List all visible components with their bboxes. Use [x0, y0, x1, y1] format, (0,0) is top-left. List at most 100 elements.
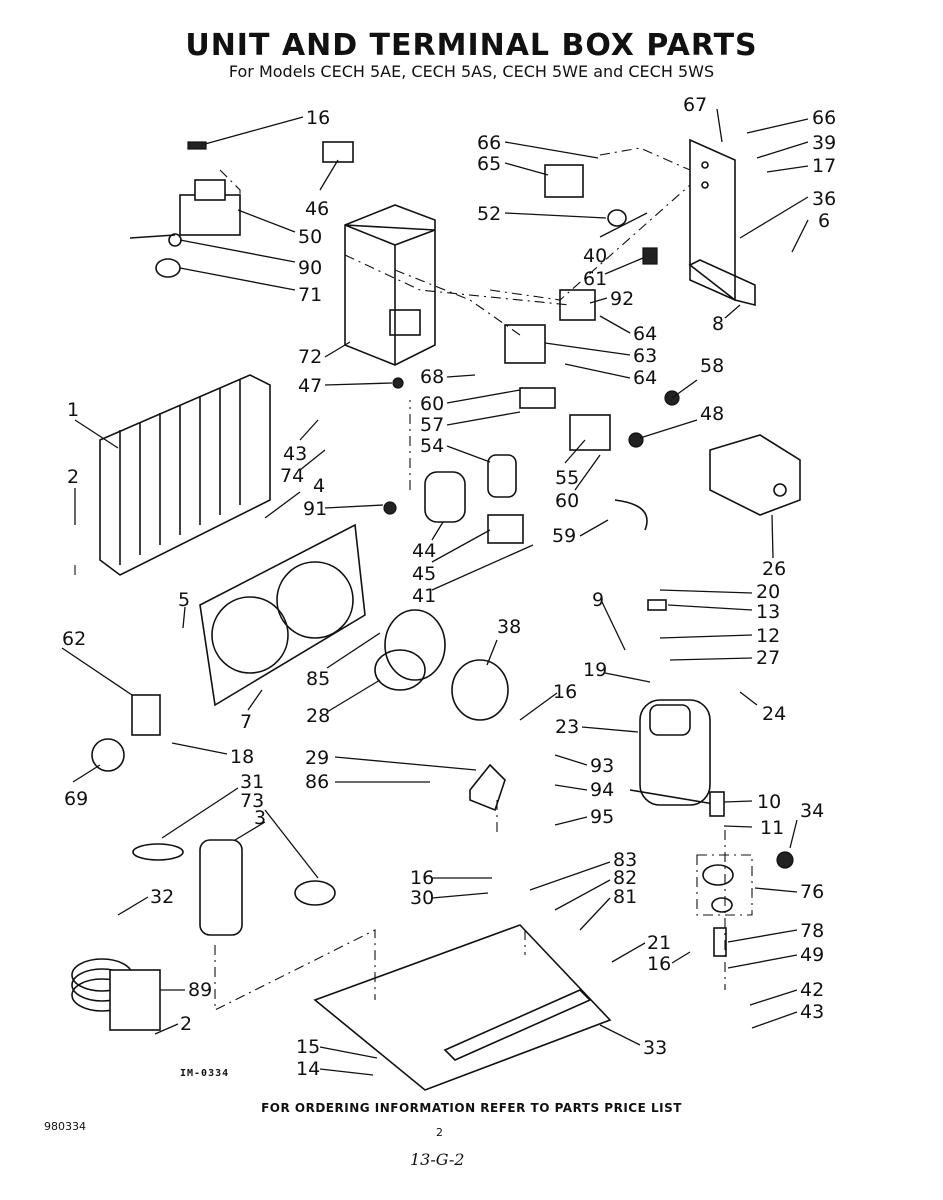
page-title: UNIT AND TERMINAL BOX PARTS	[185, 28, 758, 63]
fan-shroud-part	[199, 523, 366, 707]
plate-part-60	[519, 387, 556, 409]
callout-label: 26	[762, 558, 786, 580]
callout-label: 85	[306, 668, 330, 690]
valve-stem-part	[713, 927, 727, 957]
spacer-part-10	[709, 791, 725, 817]
callout-label: 10	[757, 791, 781, 813]
callout-label: 55	[555, 467, 579, 489]
callout-label: 2	[67, 466, 79, 488]
callout-label: 14	[296, 1058, 320, 1080]
callout-label: 45	[412, 563, 436, 585]
callout-label: 4	[313, 475, 325, 497]
callout-label: 9	[592, 589, 604, 611]
capacitor-part-44	[424, 471, 466, 523]
callout-label: 62	[62, 628, 86, 650]
grommet-part-34	[776, 851, 794, 869]
base-pan-part	[313, 924, 612, 1091]
motor-mount-part	[469, 763, 506, 812]
ordering-note: FOR ORDERING INFORMATION REFER TO PARTS …	[261, 1101, 682, 1115]
filter-part-31	[132, 843, 184, 861]
fan-blade-part	[374, 609, 446, 691]
callout-label: 8	[712, 313, 724, 335]
callout-label: 1	[67, 399, 79, 421]
relay-part-63	[504, 324, 546, 364]
callout-label: 69	[64, 788, 88, 810]
callout-label: 63	[633, 345, 657, 367]
callout-label: 31	[240, 771, 264, 793]
callout-label: 27	[756, 647, 780, 669]
callout-label: 66	[812, 107, 836, 129]
terminal-cover-part	[131, 694, 161, 736]
callout-label: 60	[555, 490, 579, 512]
callout-label: 43	[800, 1001, 824, 1023]
callout-label: 46	[305, 198, 329, 220]
callout-label: 64	[633, 323, 657, 345]
callout-label: 19	[583, 659, 607, 681]
callout-label: 78	[800, 920, 824, 942]
callout-label: 12	[756, 625, 780, 647]
callout-label: 23	[555, 716, 579, 738]
callout-label: 49	[800, 944, 824, 966]
callout-label: 16	[553, 681, 577, 703]
bushing-part-52	[607, 209, 627, 227]
wire-clip-59	[614, 499, 648, 531]
callout-label: 44	[412, 540, 436, 562]
transformer-part	[129, 179, 241, 247]
fan-motor-part	[451, 659, 509, 721]
callout-label: 13	[756, 601, 780, 623]
callout-label: 24	[762, 703, 786, 725]
callout-label: 33	[643, 1037, 667, 1059]
callout-label: 5	[178, 589, 190, 611]
screw-part-16	[187, 141, 207, 150]
bracket-part-45	[487, 514, 524, 544]
callout-label: 95	[590, 806, 614, 828]
callout-label: 64	[633, 367, 657, 389]
overload-part	[709, 434, 801, 516]
callout-label: 16	[410, 867, 434, 889]
callout-label: 54	[420, 435, 444, 457]
illustration-number: IM-0334	[180, 1068, 230, 1079]
callout-label: 60	[420, 393, 444, 415]
callout-label: 67	[683, 94, 707, 116]
callout-label: 7	[240, 711, 252, 733]
terminal-board-part	[569, 414, 611, 451]
callout-label: 38	[497, 616, 521, 638]
callout-label: 16	[647, 953, 671, 975]
page-subtitle: For Models CECH 5AE, CECH 5AS, CECH 5WE …	[228, 62, 715, 81]
nut-part-91	[383, 501, 397, 515]
callout-label: 28	[306, 705, 330, 727]
callout-label: 48	[700, 403, 724, 425]
callout-label: 40	[583, 245, 607, 267]
callout-label: 15	[296, 1036, 320, 1058]
callout-label: 50	[298, 226, 322, 248]
callout-label: 89	[188, 979, 212, 1001]
cord-clamp-part	[91, 738, 125, 772]
switch-part-65	[544, 164, 584, 198]
callout-label: 6	[818, 210, 830, 232]
callout-label: 3	[254, 807, 266, 829]
callout-label: 11	[760, 817, 784, 839]
callout-label: 52	[477, 203, 501, 225]
callout-label: 32	[150, 886, 174, 908]
callout-label: 30	[410, 887, 434, 909]
callout-label: 47	[298, 375, 322, 397]
terminal-box-part	[344, 204, 436, 366]
callout-label: 61	[583, 268, 607, 290]
callout-label: 74	[280, 465, 304, 487]
leader-lines	[61, 108, 809, 1076]
washer-part-47	[392, 377, 404, 389]
callout-label: 43	[283, 443, 307, 465]
callout-label: 59	[552, 525, 576, 547]
callout-label: 29	[305, 747, 329, 769]
grommet-part-48	[628, 432, 644, 448]
callout-labels: 16 46 50 90 71 66 65 52 40 61 67 66 39 1…	[62, 94, 836, 1080]
page-number: 2	[436, 1126, 443, 1139]
callout-label: 65	[477, 153, 501, 175]
callout-label: 82	[613, 867, 637, 889]
callout-label: 34	[800, 800, 824, 822]
tubing-coil-part	[71, 958, 161, 1031]
callout-label: 17	[812, 155, 836, 177]
callout-label: 76	[800, 881, 824, 903]
